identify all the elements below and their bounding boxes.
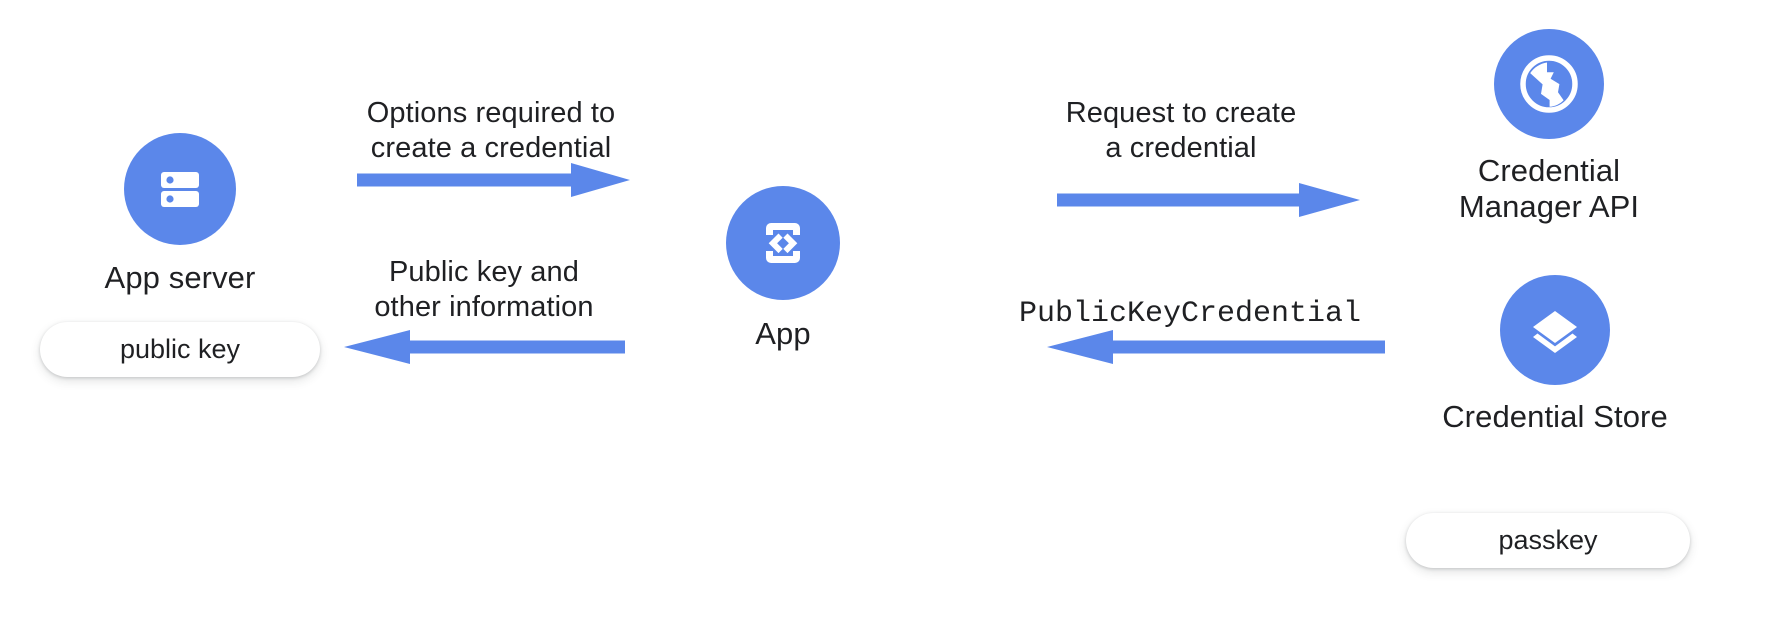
badge-public-key: public key — [40, 322, 320, 377]
badge-passkey-label: passkey — [1498, 525, 1598, 555]
node-credential-store: Credential Store — [1442, 275, 1668, 435]
arrow-label-server-to-app: Options required to create a credential — [366, 97, 616, 164]
node-credential-store-label: Credential Store — [1442, 399, 1668, 434]
node-app: App — [726, 186, 840, 352]
badge-passkey: passkey — [1406, 513, 1690, 568]
node-credential-manager-api-label: Credential Manager API — [1458, 153, 1640, 225]
node-app-label: App — [755, 316, 811, 351]
arrow-app-to-api — [1057, 180, 1365, 220]
app-code-phone-icon — [726, 186, 840, 300]
arrow-server-to-app — [357, 160, 635, 200]
arrow-app-to-server — [340, 327, 625, 367]
server-icon — [124, 133, 236, 245]
node-credential-manager-api: Credential Manager API — [1459, 29, 1639, 226]
node-app-server-label: App server — [104, 260, 256, 295]
arrow-label-app-to-server: Public key and other information — [374, 256, 594, 323]
arrow-label-app-to-api: Request to create a credential — [1065, 97, 1297, 164]
node-app-server: App server — [105, 133, 255, 296]
arrow-store-to-app — [1035, 327, 1385, 367]
layers-icon — [1500, 275, 1610, 385]
badge-public-key-label: public key — [119, 334, 241, 364]
arrow-label-store-to-app: PublicKeyCredential — [1018, 297, 1362, 331]
globe-icon — [1494, 29, 1604, 139]
